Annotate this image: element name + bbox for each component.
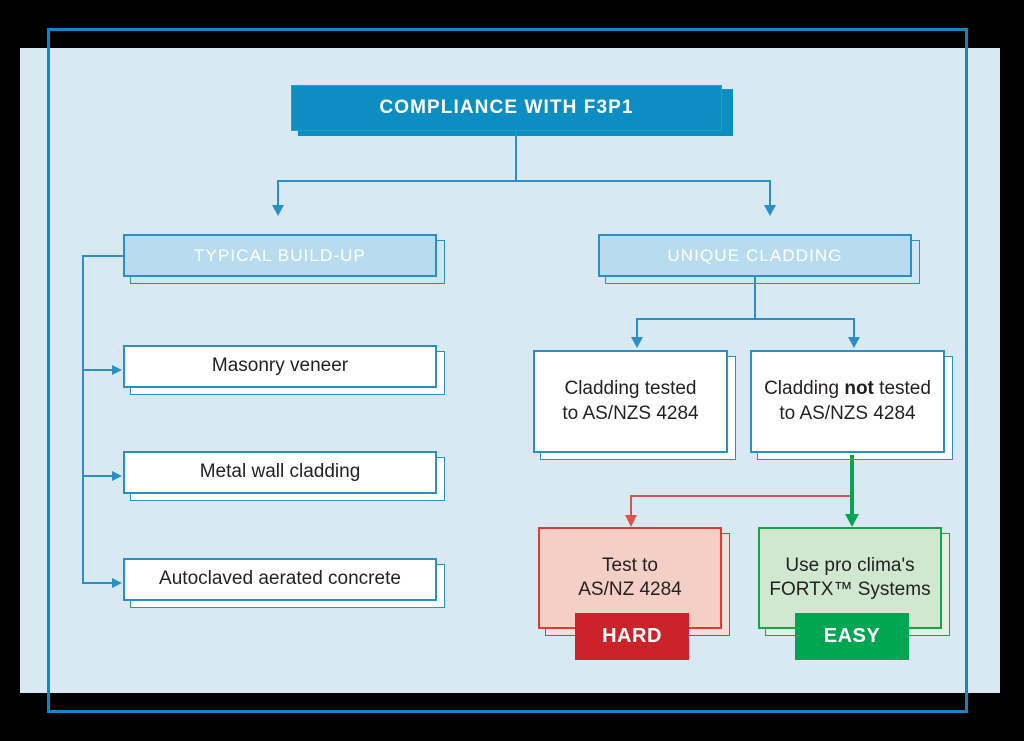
connector-to-not-tested <box>853 318 855 340</box>
arrow-to-unique-icon <box>764 205 776 216</box>
node-unique-cladding[interactable]: UNIQUE CLADDING <box>598 234 912 277</box>
not-tested-line-2: to AS/NZS 4284 <box>779 402 916 424</box>
arrow-red-icon <box>625 515 637 527</box>
hard-line-2: AS/NZ 4284 <box>578 579 682 600</box>
tested-line-1: Cladding tested <box>564 378 697 400</box>
arrow-to-tested-icon <box>631 337 643 348</box>
node-cladding-tested-label: Cladding tested to AS/NZS 4284 <box>562 377 698 426</box>
connector-item-2 <box>82 475 117 477</box>
node-outcome-hard-label: Test to AS/NZ 4284 <box>578 554 682 603</box>
node-compliance-title[interactable]: COMPLIANCE WITH F3P1 <box>291 85 722 131</box>
not-tested-emphasis: not <box>844 378 874 400</box>
arrow-green-icon <box>845 514 859 527</box>
node-cladding-not-tested-label: Cladding not tested to AS/NZS 4284 <box>764 377 931 426</box>
connector-unique-bar <box>636 318 855 320</box>
connector-unique-stem <box>754 277 756 319</box>
badge-easy-label: EASY <box>823 625 881 647</box>
connector-green-down <box>850 455 854 518</box>
connector-item-1 <box>82 369 117 371</box>
arrow-to-typical-icon <box>272 205 284 216</box>
not-tested-line-1-post: tested <box>873 378 931 400</box>
node-outcome-easy-label: Use pro clima's FORTX™ Systems <box>769 554 930 603</box>
connector-title-bar <box>277 180 771 182</box>
badge-hard-label: HARD <box>602 625 662 647</box>
badge-hard[interactable]: HARD <box>575 613 689 660</box>
hard-line-1: Test to <box>602 554 658 576</box>
arrow-item-3-icon <box>112 578 122 588</box>
easy-line-1: Use pro clima's <box>785 554 915 576</box>
connector-to-tested <box>636 318 638 340</box>
node-compliance-title-label: COMPLIANCE WITH F3P1 <box>379 97 634 118</box>
connector-typical-trunk <box>82 255 84 583</box>
node-autoclaved-aerated-concrete[interactable]: Autoclaved aerated concrete <box>123 558 437 601</box>
node-metal-wall-cladding-label: Metal wall cladding <box>199 461 361 483</box>
arrow-to-not-tested-icon <box>848 337 860 348</box>
badge-easy[interactable]: EASY <box>795 613 909 660</box>
node-autoclaved-aerated-concrete-label: Autoclaved aerated concrete <box>159 568 401 590</box>
not-tested-line-1-pre: Cladding <box>764 378 845 400</box>
easy-line-2: FORTX™ Systems <box>769 579 931 600</box>
arrow-item-2-icon <box>112 471 122 481</box>
node-cladding-not-tested[interactable]: Cladding not tested to AS/NZS 4284 <box>750 350 945 453</box>
node-metal-wall-cladding[interactable]: Metal wall cladding <box>123 451 437 494</box>
connector-red-down <box>630 495 632 518</box>
connector-red-bar <box>630 495 854 497</box>
tested-line-2: to AS/NZS 4284 <box>562 402 699 424</box>
node-cladding-tested[interactable]: Cladding tested to AS/NZS 4284 <box>533 350 728 453</box>
connector-to-unique <box>769 180 771 208</box>
node-typical-buildup-label: TYPICAL BUILD-UP <box>194 245 366 265</box>
node-masonry-veneer-label: Masonry veneer <box>211 355 349 377</box>
arrow-item-1-icon <box>112 365 122 375</box>
outer-frame-rule <box>47 28 968 713</box>
node-typical-buildup[interactable]: TYPICAL BUILD-UP <box>123 234 437 277</box>
node-masonry-veneer[interactable]: Masonry veneer <box>123 345 437 388</box>
node-outcome-easy[interactable]: Use pro clima's FORTX™ Systems <box>758 527 942 629</box>
connector-title-stem <box>515 131 517 181</box>
connector-item-3 <box>82 582 117 584</box>
connector-to-typical <box>277 180 279 208</box>
connector-typical-entry <box>82 255 125 257</box>
node-unique-cladding-label: UNIQUE CLADDING <box>667 245 843 265</box>
